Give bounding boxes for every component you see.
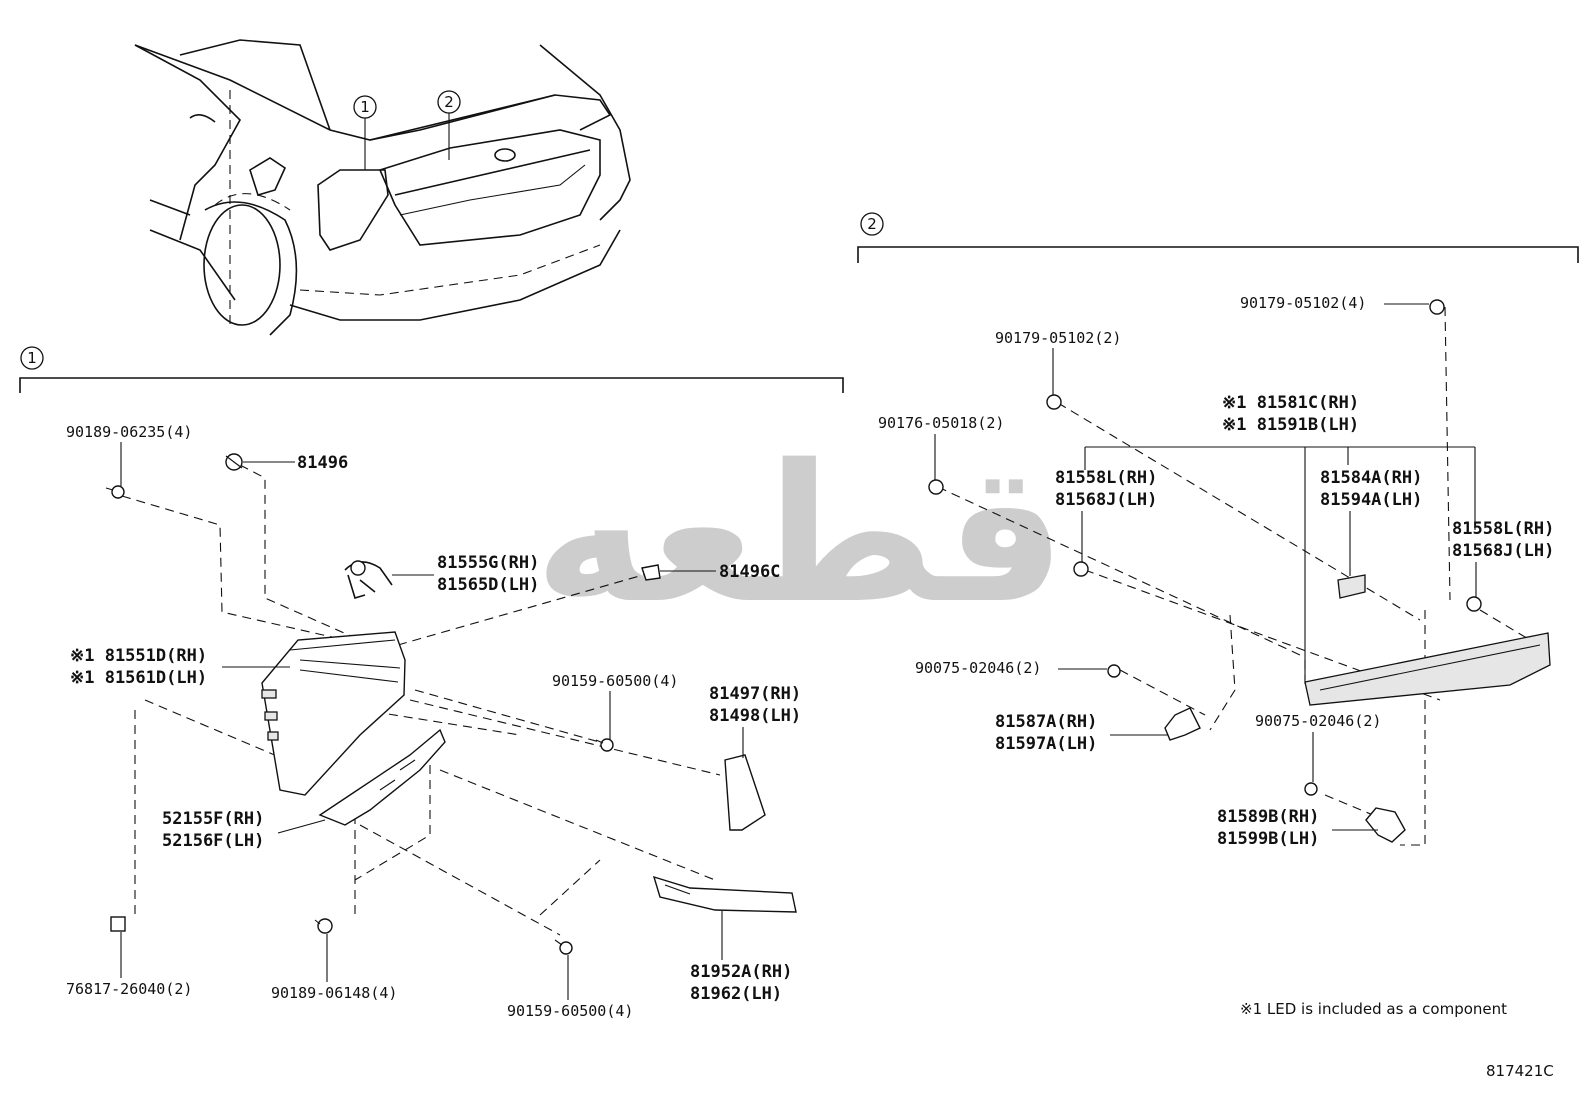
nut-90179-05102-4-icon xyxy=(1429,299,1445,315)
label-81952a-81962: 81952A(RH) 81962(LH) xyxy=(690,911,792,1004)
svg-text:81498(LH): 81498(LH) xyxy=(709,706,801,726)
nut-90176-05018-icon xyxy=(928,479,944,495)
svg-text:81496C: 81496C xyxy=(719,562,780,582)
gasket-81584a-icon xyxy=(1337,574,1366,599)
center-stop-lamp-81581c-icon xyxy=(1304,632,1551,706)
label-52155f-52156f: 52155F(RH) 52156F(LH) xyxy=(162,809,326,851)
svg-text:90159-60500(4): 90159-60500(4) xyxy=(552,672,678,690)
svg-text:2: 2 xyxy=(867,215,877,233)
svg-text:81962(LH): 81962(LH) xyxy=(690,984,782,1004)
label-90179-05102-4: 90179-05102(4) xyxy=(1240,294,1429,312)
screw-90159-60500-b-icon xyxy=(554,939,573,955)
svg-text:90189-06148(4): 90189-06148(4) xyxy=(271,984,397,1002)
section-2-bracket: 2 xyxy=(857,212,1579,263)
svg-text:76817-26040(2): 76817-26040(2) xyxy=(66,980,192,998)
label-76817-26040: 76817-26040(2) xyxy=(66,932,192,998)
label-90176-05018: 90176-05018(2) xyxy=(878,414,1004,480)
svg-text:52155F(RH): 52155F(RH) xyxy=(162,809,264,829)
clip-76817-26040-icon xyxy=(110,916,126,932)
label-81587a-81597a: 81587A(RH) 81597A(LH) xyxy=(995,712,1168,754)
svg-text:90159-60500(4): 90159-60500(4) xyxy=(507,1002,633,1020)
overview-callout-2: 2 xyxy=(437,90,461,160)
svg-text:1: 1 xyxy=(27,349,37,367)
label-81555g-81565d: 81555G(RH) 81565D(LH) xyxy=(392,553,539,595)
svg-text:2: 2 xyxy=(444,93,454,111)
svg-text:81587A(RH): 81587A(RH) xyxy=(995,712,1097,732)
svg-text:※1 81581C(RH): ※1 81581C(RH) xyxy=(1222,393,1359,413)
label-90179-05102-2: 90179-05102(2) xyxy=(995,329,1121,395)
bracket-81589b-icon xyxy=(1365,807,1406,843)
vehicle-overview-illustration xyxy=(134,39,631,336)
nut-81558l-a-icon xyxy=(1073,561,1089,577)
garnish-81952a-icon xyxy=(652,875,797,913)
section-1-bracket: 1 xyxy=(19,346,844,393)
bolt-90189-06235-icon xyxy=(105,485,125,499)
screw-90075-02046-a-icon xyxy=(1107,664,1121,678)
section-1-leader-lines xyxy=(121,464,721,936)
svg-text:81594A(LH): 81594A(LH) xyxy=(1320,490,1422,510)
watermark: قطعه xyxy=(534,424,1066,645)
svg-text:81558L(RH): 81558L(RH) xyxy=(1055,468,1157,488)
clip-81496c-icon xyxy=(641,564,661,581)
bracket-52155f-icon xyxy=(318,728,446,826)
label-81497-81498: 81497(RH) 81498(LH) xyxy=(709,684,801,758)
svg-text:※1 81551D(RH): ※1 81551D(RH) xyxy=(70,646,207,666)
label-81551d-81561d: ※1 81551D(RH) ※1 81561D(LH) xyxy=(70,646,290,688)
svg-text:※1 81591B(LH): ※1 81591B(LH) xyxy=(1222,415,1359,435)
svg-text:81952A(RH): 81952A(RH) xyxy=(690,962,792,982)
svg-text:90179-05102(4): 90179-05102(4) xyxy=(1240,294,1366,312)
screw-90159-60500-a-icon xyxy=(595,738,614,752)
svg-text:81565D(LH): 81565D(LH) xyxy=(437,575,539,595)
rear-combination-lamp-81551d-icon xyxy=(261,631,406,796)
label-90189-06148: 90189-06148(4) xyxy=(271,934,397,1002)
svg-text:90075-02046(2): 90075-02046(2) xyxy=(915,659,1041,677)
diagram-code: 817421C xyxy=(1486,1062,1554,1080)
svg-text:1: 1 xyxy=(360,98,370,116)
svg-text:90189-06235(4): 90189-06235(4) xyxy=(66,423,192,441)
bracket-81587a-icon xyxy=(1164,707,1201,741)
label-81496c: 81496C xyxy=(660,562,780,582)
svg-text:81555G(RH): 81555G(RH) xyxy=(437,553,539,573)
svg-text:81558L(RH): 81558L(RH) xyxy=(1452,519,1554,539)
label-81496: 81496 xyxy=(243,453,348,473)
label-81584a-81594a: 81584A(RH) 81594A(LH) xyxy=(1320,468,1422,576)
label-90159-60500-b: 90159-60500(4) xyxy=(507,955,633,1020)
bracket-81497-icon xyxy=(724,754,766,831)
nut-90179-05102-2-icon xyxy=(1046,394,1062,410)
svg-text:81496: 81496 xyxy=(297,453,348,473)
label-90075-02046-b: 90075-02046(2) xyxy=(1255,712,1381,782)
label-81558l-81568j-a: 81558L(RH) 81568J(LH) xyxy=(1055,468,1157,562)
label-81581c-81591b: ※1 81581C(RH) ※1 81591B(LH) xyxy=(1084,393,1476,680)
screw-90075-02046-b-icon xyxy=(1304,782,1318,796)
svg-text:90179-05102(2): 90179-05102(2) xyxy=(995,329,1121,347)
svg-text:90176-05018(2): 90176-05018(2) xyxy=(878,414,1004,432)
svg-text:81584A(RH): 81584A(RH) xyxy=(1320,468,1422,488)
label-90189-06235: 90189-06235(4) xyxy=(66,423,192,486)
svg-text:※1 81561D(LH): ※1 81561D(LH) xyxy=(70,668,207,688)
bolt-90189-06148-icon xyxy=(314,918,333,934)
svg-text:81589B(RH): 81589B(RH) xyxy=(1217,807,1319,827)
overview-callout-1: 1 xyxy=(353,95,377,170)
svg-text:90075-02046(2): 90075-02046(2) xyxy=(1255,712,1381,730)
clip-81496-icon xyxy=(225,453,243,471)
svg-text:81599B(LH): 81599B(LH) xyxy=(1217,829,1319,849)
label-81589b-81599b: 81589B(RH) 81599B(LH) xyxy=(1217,807,1378,849)
svg-text:81568J(LH): 81568J(LH) xyxy=(1452,541,1554,561)
wire-harness-81555g-icon xyxy=(344,560,393,599)
footnote-led: ※1 LED is included as a component xyxy=(1240,1000,1507,1018)
svg-text:81568J(LH): 81568J(LH) xyxy=(1055,490,1157,510)
label-90075-02046-a: 90075-02046(2) xyxy=(915,659,1107,677)
svg-text:52156F(LH): 52156F(LH) xyxy=(162,831,264,851)
svg-text:81497(RH): 81497(RH) xyxy=(709,684,801,704)
svg-text:81597A(LH): 81597A(LH) xyxy=(995,734,1097,754)
nut-81558l-b-icon xyxy=(1466,596,1482,612)
label-90159-60500-a: 90159-60500(4) xyxy=(552,672,678,740)
label-81558l-81568j-b: 81558L(RH) 81568J(LH) xyxy=(1452,519,1554,597)
